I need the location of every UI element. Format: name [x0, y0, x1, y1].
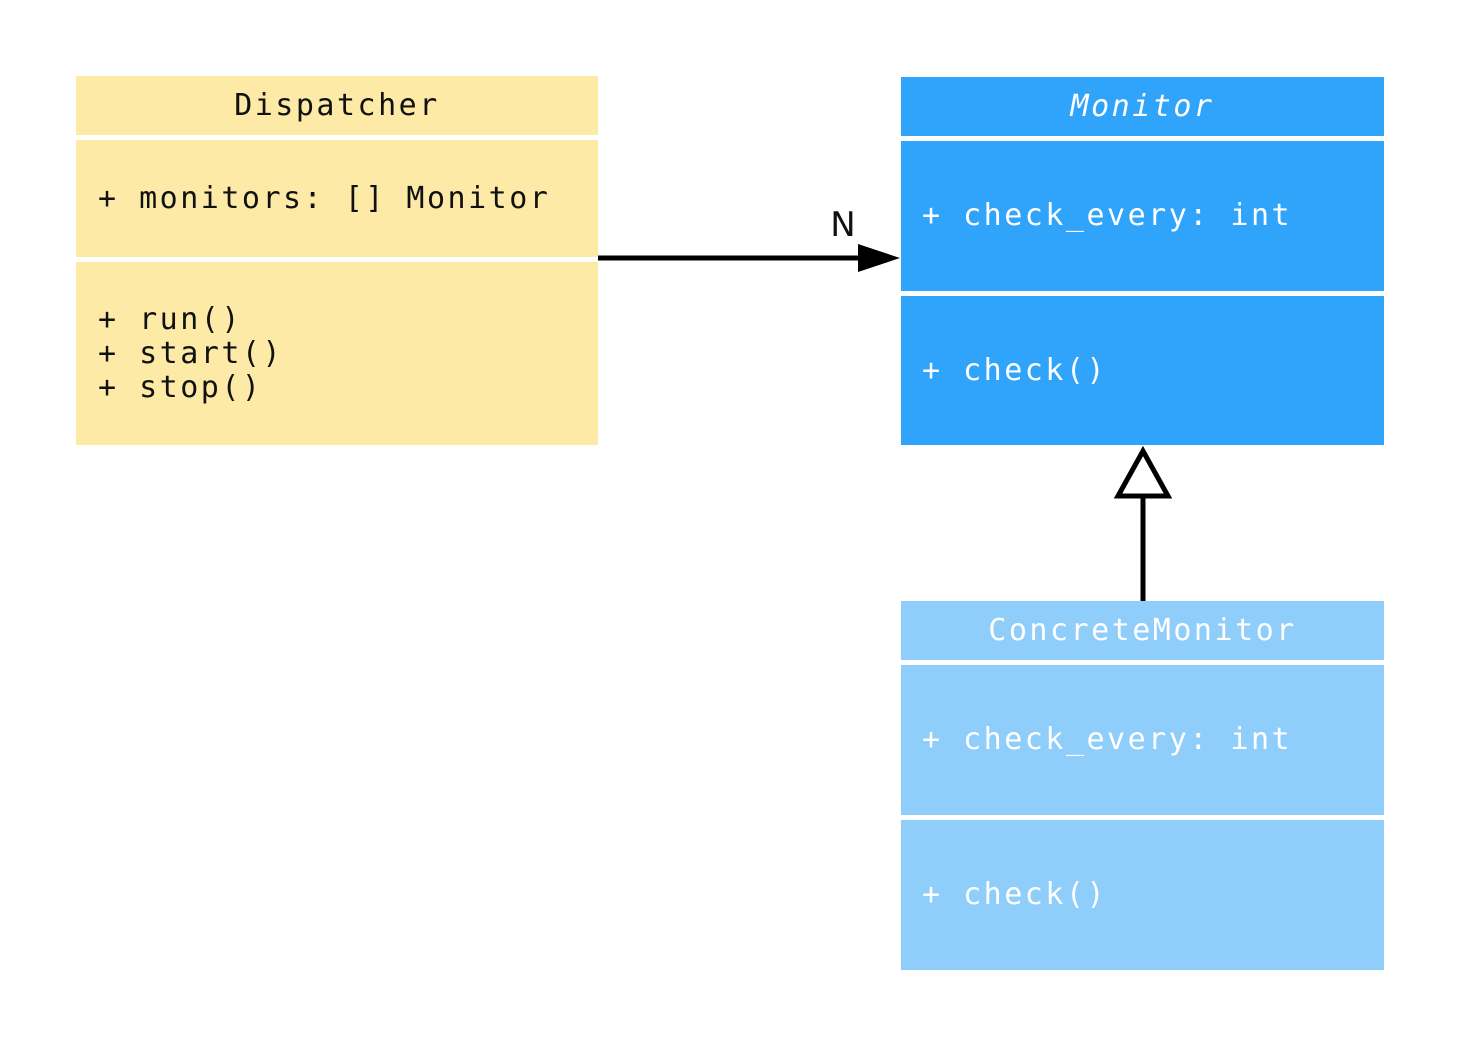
class-methods: + run() + start() + stop(): [76, 262, 598, 445]
class-title: Dispatcher: [76, 76, 598, 135]
method: + start(): [98, 335, 284, 371]
method: + check(): [922, 877, 1108, 912]
method: + stop(): [98, 369, 263, 405]
class-title: ConcreteMonitor: [901, 601, 1384, 660]
class-methods: + check(): [901, 820, 1384, 970]
method: + run(): [98, 301, 242, 337]
class-name: Dispatcher: [234, 87, 440, 123]
class-attributes: + monitors: [] Monitor: [76, 140, 598, 257]
class-name: Monitor: [1070, 88, 1215, 124]
attribute: + check_every: int: [922, 198, 1293, 233]
association-arrow[interactable]: [598, 244, 900, 272]
inheritance-arrow[interactable]: [1113, 445, 1173, 601]
class-attributes: + check_every: int: [901, 665, 1384, 815]
class-name: ConcreteMonitor: [988, 612, 1297, 648]
class-title: Monitor: [901, 77, 1384, 136]
class-node-concrete-monitor[interactable]: ConcreteMonitor + check_every: int + che…: [901, 601, 1384, 970]
association-multiplicity-label: N: [830, 205, 856, 245]
class-attributes: + check_every: int: [901, 141, 1384, 291]
filled-arrowhead-icon: [858, 244, 900, 272]
method: + check(): [922, 352, 1108, 388]
class-node-dispatcher[interactable]: Dispatcher + monitors: [] Monitor + run(…: [76, 76, 598, 445]
class-methods: + check(): [901, 296, 1384, 445]
attribute: + check_every: int: [922, 722, 1293, 757]
attribute: + monitors: [] Monitor: [98, 180, 551, 216]
hollow-triangle-arrowhead-icon: [1113, 445, 1173, 499]
class-node-monitor[interactable]: Monitor + check_every: int + check(): [901, 77, 1384, 445]
